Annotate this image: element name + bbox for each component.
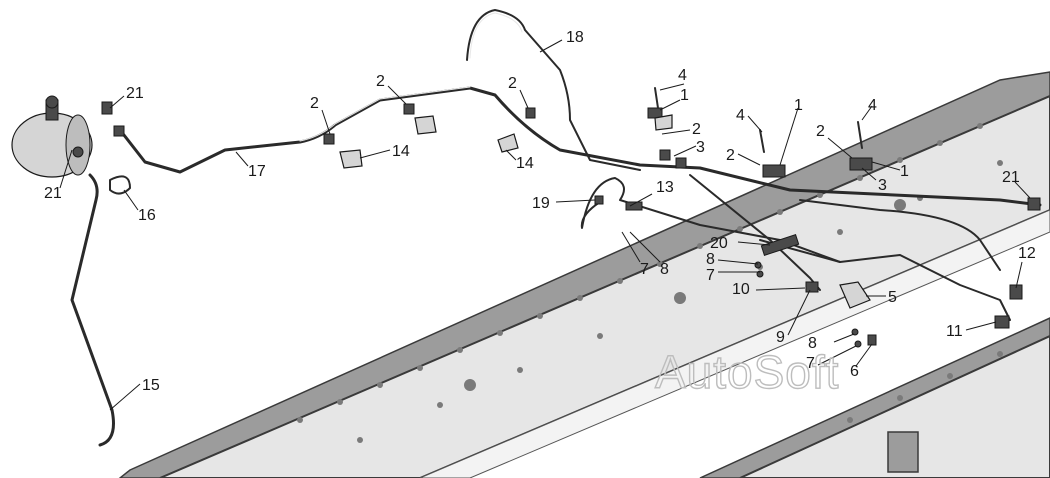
callout-3-a: 3 xyxy=(696,139,705,156)
callout-21-c: 21 xyxy=(1002,169,1020,186)
upper-rail-top-flange xyxy=(118,71,1050,478)
callout-5: 5 xyxy=(888,289,897,306)
callout-14-b: 14 xyxy=(516,155,534,172)
callout-8-c: 8 xyxy=(808,335,817,352)
rail-holes xyxy=(297,123,1003,443)
callout-4-c: 4 xyxy=(868,97,877,114)
callout-12: 12 xyxy=(1018,245,1036,262)
lower-rail-top-flange xyxy=(699,317,1050,478)
callout-16: 16 xyxy=(138,207,156,224)
callout-7-b: 7 xyxy=(706,267,715,284)
callout-2-c: 2 xyxy=(508,75,517,92)
callout-2-f: 2 xyxy=(816,123,825,140)
callout-10: 10 xyxy=(732,281,750,298)
callout-7-c: 7 xyxy=(806,355,815,372)
callout-1-a: 1 xyxy=(680,87,689,104)
callout-21-a: 21 xyxy=(126,85,144,102)
callout-11: 11 xyxy=(946,323,963,340)
callout-2-a: 2 xyxy=(310,95,319,112)
watermark: AutoSoft xyxy=(655,346,839,398)
callout-4-b: 4 xyxy=(736,107,745,124)
callout-3-b: 3 xyxy=(878,177,887,194)
callout-15: 15 xyxy=(142,377,160,394)
callout-4-a: 4 xyxy=(678,67,687,84)
callout-1-c: 1 xyxy=(900,163,909,180)
callout-8-a: 8 xyxy=(660,261,669,278)
callout-14-a: 14 xyxy=(392,143,410,160)
callout-6: 6 xyxy=(850,363,859,380)
lower-rail-bracket xyxy=(887,431,919,473)
callout-2-d: 2 xyxy=(692,121,701,138)
callout-2-b: 2 xyxy=(376,73,385,90)
callout-19: 19 xyxy=(532,195,550,212)
brake-pipes xyxy=(70,9,1042,447)
callout-2-e: 2 xyxy=(726,147,735,164)
callout-8-b: 8 xyxy=(706,251,715,268)
callout-7-a: 7 xyxy=(640,261,649,278)
lower-rail-web xyxy=(739,334,1050,478)
callout-18: 18 xyxy=(566,29,584,46)
callout-21-b: 21 xyxy=(44,185,62,202)
callout-labels: 21 21 21 2 2 2 2 2 2 3 3 4 4 4 1 1 1 5 6… xyxy=(44,29,1036,394)
callout-13: 13 xyxy=(656,179,674,196)
callout-9: 9 xyxy=(776,329,785,346)
leader-lines xyxy=(59,39,1031,411)
callout-20: 20 xyxy=(710,235,728,252)
upper-rail-bottom-flange xyxy=(419,209,1050,478)
callout-17: 17 xyxy=(248,163,266,180)
air-tank xyxy=(11,95,93,178)
frame-rails xyxy=(118,71,1050,478)
callout-1-b: 1 xyxy=(794,97,803,114)
